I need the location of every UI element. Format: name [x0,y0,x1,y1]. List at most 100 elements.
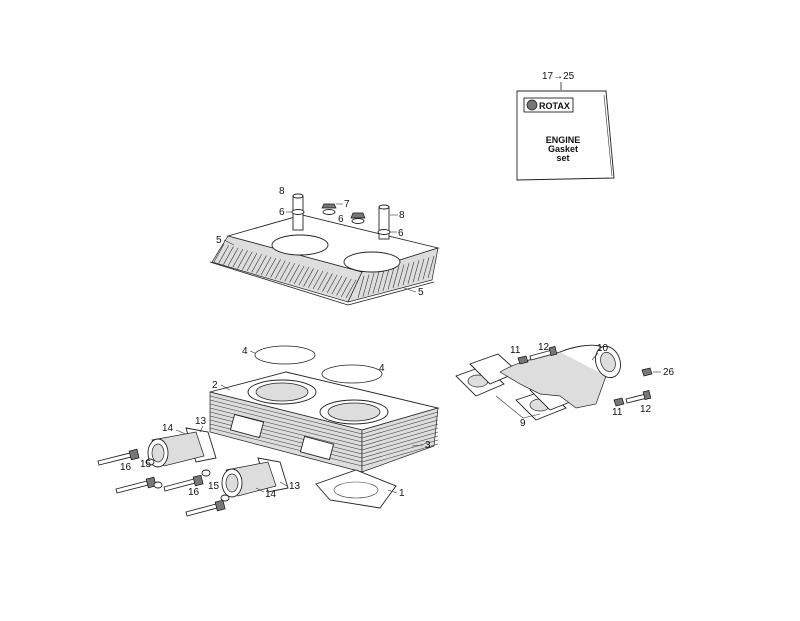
cooling-fin [242,251,253,270]
cooling-fin [223,246,234,265]
cooling-fin [361,419,439,443]
bolt-16-b [115,476,157,494]
callout-15a: 15 [140,459,152,470]
cooling-fin [209,399,363,439]
callout-3: 3 [425,440,431,451]
booklet-title-2: Gasket [548,144,578,154]
callout-6c: 6 [398,228,404,239]
rotax-logo-box [523,97,574,113]
callout-14b: 14 [265,489,277,500]
callout-1: 1 [399,488,405,499]
callout-12b: 12 [640,404,652,415]
cooling-fin [427,255,435,279]
intake-socket-lower [221,457,289,498]
rotax-logo-text: ROTAX [539,101,570,111]
cooling-fin [213,243,225,263]
cooling-fin [218,245,229,264]
cooling-fin [260,256,272,276]
cooling-fin [422,257,430,280]
cooling-fin [361,415,439,439]
bolt-16-d [185,499,226,517]
booklet-title-3: set [556,153,569,163]
cooling-fin [361,443,439,467]
callout-9: 9 [520,418,526,429]
callout-16a: 16 [120,462,132,473]
cooling-fin [372,271,380,294]
cooling-fin [298,266,310,286]
gasket-set-booklet: 17→25 ROTAX ENGINE Gasket set [516,71,615,181]
cooling-fin [345,279,357,299]
bolt-16-c [163,474,204,492]
callout-4a: 4 [242,346,248,357]
cooling-fin [361,431,439,455]
cooling-fin [412,260,420,283]
cylinder-block [209,371,440,473]
cooling-fin [402,263,410,286]
rotax-logo-icon [526,99,538,111]
callout-14a: 14 [162,423,174,434]
cooling-fin [397,264,405,287]
plug-26 [641,367,653,377]
callout-2: 2 [212,380,218,391]
nut-11-b [613,397,625,407]
cooling-fin [317,272,328,291]
cooling-fin [284,263,295,282]
cooling-fin [367,273,375,296]
o-ring-left [254,345,316,365]
cooling-fin [227,247,239,267]
booklet-title-1: ENGINE [546,135,581,145]
washer-15-b [153,481,163,489]
callout-10: 10 [597,343,609,354]
callout-7: 7 [344,199,350,210]
cooling-fin [303,268,314,287]
cooling-fin [308,269,319,288]
o-ring-right [321,364,383,384]
callout-11b: 11 [612,407,623,418]
cooling-fin [209,403,363,443]
cooling-fin [256,255,267,274]
callout-15b: 15 [208,481,220,492]
cooling-fin [361,435,439,459]
callout-5b: 5 [418,287,424,298]
callout-8a: 8 [279,186,285,197]
cooling-fin [209,395,363,435]
callout-6a: 6 [279,207,285,218]
screw-12-a [529,345,558,361]
cooling-fin [279,261,291,281]
callout-8b: 8 [399,210,405,221]
nut-center-b [350,212,366,219]
intake-socket-upper [147,427,217,468]
cooling-fin [382,268,390,291]
cooling-fin [361,411,439,435]
washer-15-d [220,494,230,502]
washer-15-c [201,469,211,477]
cooling-fin [322,273,333,292]
nut-11-a [517,355,529,365]
cooling-fin [275,260,286,279]
cooling-fin [407,261,415,284]
cooling-fin [392,265,400,289]
cooling-fin [293,265,305,285]
cooling-fin [312,270,324,290]
bolt-16-a [97,448,140,466]
cylinder-head [209,214,440,306]
callout-13b: 13 [289,481,301,492]
washer-left [291,209,305,215]
cooling-fin [237,250,248,269]
gasket-set-ref: 17→25 [542,71,575,82]
cooling-fin [270,259,281,278]
cooling-fin [361,439,439,463]
callout-26: 26 [663,367,675,378]
cooling-fin [232,248,244,268]
cooling-fin [362,274,370,297]
base-gasket [315,469,397,509]
cooling-fin [361,427,439,451]
cooling-fin [326,274,338,294]
screw-12-b [625,389,652,404]
cooling-fin [387,267,395,290]
cooling-fin [209,427,363,467]
cooling-fin [357,275,365,299]
nut-center-a [321,203,337,209]
